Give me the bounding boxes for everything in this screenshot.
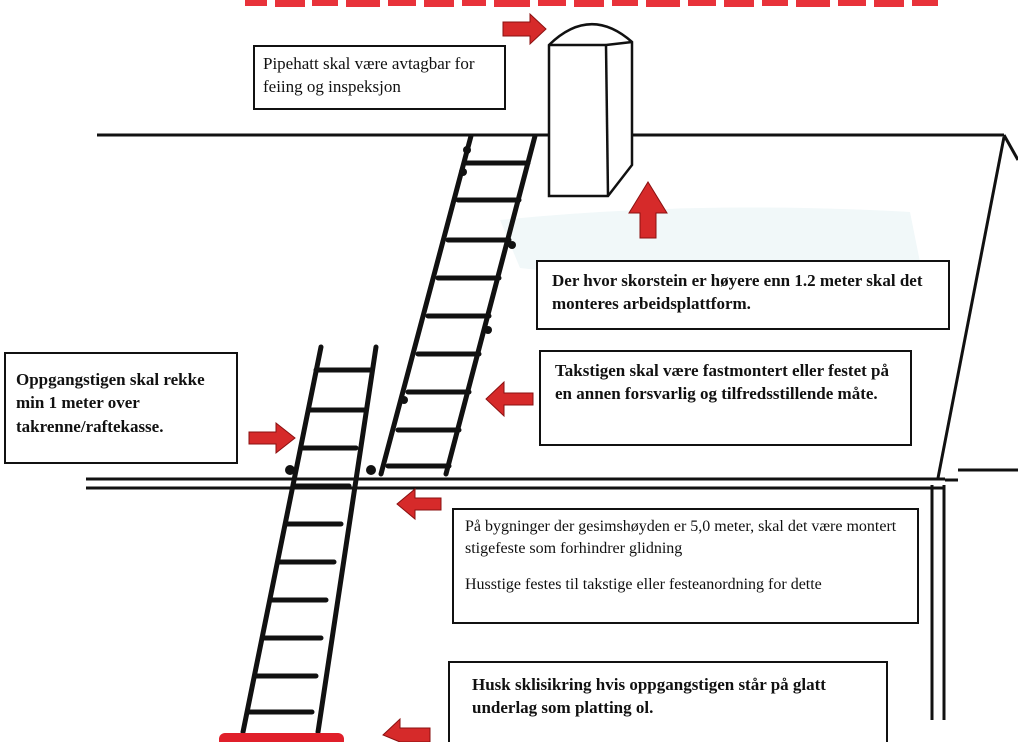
- title-fragment: [245, 0, 938, 7]
- anti-slip-base: [219, 733, 344, 742]
- note-roof-ladder: Takstigen skal være fastmontert eller fe…: [539, 350, 912, 446]
- note-chimney-cap-text: Pipehatt skal være avtagbar for feiing o…: [263, 54, 475, 97]
- note-eave-height-text-2: Husstige festes til takstige eller feste…: [465, 576, 822, 594]
- access-ladder-icon: [240, 344, 379, 735]
- arrow-left-icon: [485, 380, 534, 418]
- roof-ladder-icon: [378, 133, 538, 477]
- note-anti-slip: Husk sklisikring hvis oppgangstigen står…: [448, 661, 888, 742]
- roof-outline: [86, 133, 1018, 720]
- note-chimney-cap: Pipehatt skal være avtagbar for feiing o…: [253, 45, 506, 110]
- note-access-ladder-text: Oppgangstigen skal rekke min 1 meter ove…: [16, 370, 205, 436]
- arrow-right-icon: [248, 421, 296, 455]
- note-eave-height: På bygninger der gesimshøyden er 5,0 met…: [452, 508, 919, 624]
- note-work-platform-text: Der hvor skorstein er høyere enn 1.2 met…: [552, 271, 923, 314]
- arrow-left-icon: [396, 487, 442, 521]
- note-access-ladder: Oppgangstigen skal rekke min 1 meter ove…: [4, 352, 238, 464]
- arrows: [248, 12, 668, 742]
- note-work-platform: Der hvor skorstein er høyere enn 1.2 met…: [536, 260, 950, 330]
- note-eave-height-text-1: På bygninger der gesimshøyden er 5,0 met…: [465, 518, 897, 558]
- chimney-icon: [547, 23, 634, 198]
- note-anti-slip-text: Husk sklisikring hvis oppgangstigen står…: [472, 675, 826, 718]
- arrow-up-icon: [628, 181, 668, 239]
- arrow-left-icon: [382, 717, 431, 742]
- ladder-mount-bolts: [285, 146, 516, 475]
- note-roof-ladder-text: Takstigen skal være fastmontert eller fe…: [555, 361, 889, 404]
- arrow-right-icon: [502, 12, 547, 46]
